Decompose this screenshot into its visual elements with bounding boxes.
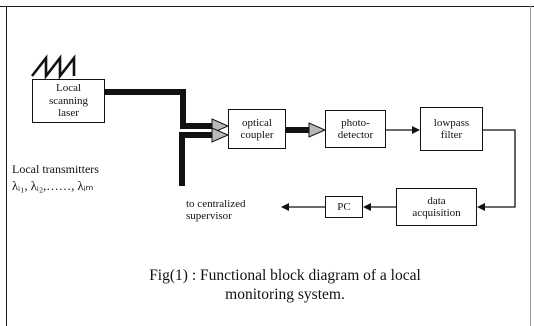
- optical-coupler-block: optical coupler: [228, 109, 286, 149]
- detector-input-arrow: [308, 122, 327, 138]
- fiber-laser-to-coupler: [105, 89, 212, 129]
- photo-detector-block: photo- detector: [325, 110, 386, 148]
- frame-top-rule: [0, 6, 534, 7]
- data-acquisition-block: data acquisition: [396, 188, 477, 226]
- pc-input-arrow: [363, 203, 371, 211]
- acquisition-input-arrow: [477, 203, 485, 211]
- coupler-input-arrow-lower: [211, 127, 230, 143]
- line-filter-to-acquisition: [483, 129, 516, 208]
- lowpass-filter-block: lowpass filter: [420, 107, 483, 151]
- pc-block: PC: [325, 196, 363, 218]
- sawtooth-wave-icon: [30, 54, 76, 80]
- filter-input-arrow: [412, 126, 420, 134]
- supervisor-output-arrow: [281, 203, 289, 211]
- local-scanning-laser-block: Local scanning laser: [32, 79, 105, 123]
- fiber-transmitters-to-coupler: [179, 132, 212, 186]
- centralized-supervisor-label: to centralized supervisor: [186, 198, 246, 222]
- wavelength-list-label: λᵢ₁, λᵢ₂,……, λᵢₘ: [12, 179, 94, 193]
- figure-caption: Fig(1) : Functional block diagram of a l…: [149, 267, 421, 303]
- frame-left-rule: [6, 6, 7, 326]
- frame-right-rule: [530, 6, 531, 326]
- local-transmitters-label: Local transmitters: [12, 162, 99, 176]
